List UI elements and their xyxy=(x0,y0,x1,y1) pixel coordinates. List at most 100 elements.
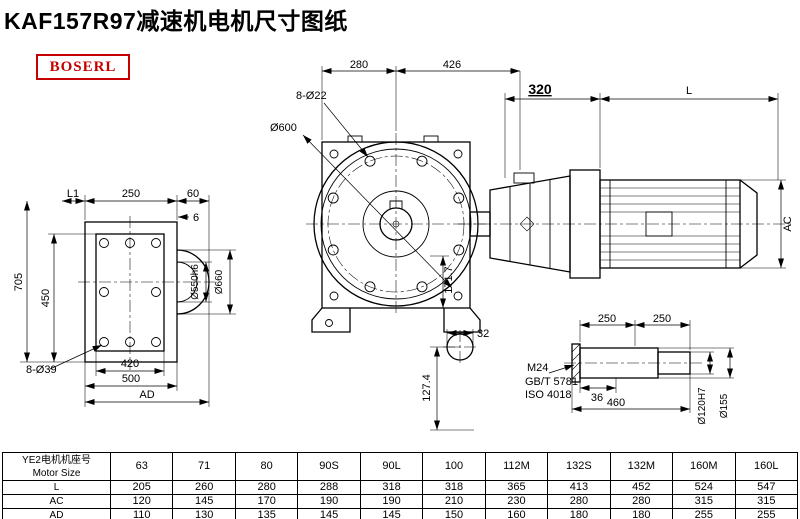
table-cell: 315 xyxy=(672,494,736,509)
dim-36-label: 36 xyxy=(591,392,603,404)
dim-o155-label: Ø155 xyxy=(719,393,730,418)
table-cell: 413 xyxy=(547,480,611,495)
table-cell: 145 xyxy=(359,508,424,519)
table-cell: 180 xyxy=(609,508,674,519)
table-cell: 230 xyxy=(484,494,549,509)
dim-32-label: 32 xyxy=(477,328,489,340)
dim-o120h7-label: Ø120H7 xyxy=(697,387,708,425)
table-cell: 170 xyxy=(234,494,299,509)
dim-127-4-label: 127.4 xyxy=(421,374,433,402)
table-cell: 288 xyxy=(297,480,361,495)
dim-320-label: 320 xyxy=(528,81,552,97)
dim-420-label: 420 xyxy=(121,358,139,370)
table-col-header: 112M xyxy=(484,452,549,481)
table-cell: 180 xyxy=(547,508,611,519)
gearbox-front-outline xyxy=(84,221,178,363)
table-cell: 280 xyxy=(547,494,611,509)
front-view: L1 250 60 6 705 450 420 500 AD 8-Ø39 Ø55… xyxy=(13,188,236,407)
output-shaft-detail: 250 250 M24 GB/T 5781 ISO 4018 36 460 Ø1… xyxy=(525,313,734,425)
table-cell: 130 xyxy=(172,508,236,519)
table-cell: 145 xyxy=(172,494,236,509)
dimension-table: YE2电机机座号 Motor Size 63 71 80 90S 90L 100… xyxy=(2,452,799,519)
dim-8-o22-label: 8-Ø22 xyxy=(296,90,327,102)
table-cell: 255 xyxy=(734,508,799,519)
table-row-ad: AD 110 130 135 145 145 150 160 180 180 2… xyxy=(2,508,799,519)
dim-m24-label: M24 xyxy=(527,362,548,374)
dim-o550h6-label: Ø550h6 xyxy=(190,264,201,300)
table-cell: 145 xyxy=(297,508,361,519)
dim-gbt5781-label: GB/T 5781 xyxy=(525,376,578,388)
shaft-section-detail: 32 127.4 xyxy=(421,328,489,431)
table-cell: 452 xyxy=(609,480,674,495)
dim-o600-label: Ø600 xyxy=(270,122,297,134)
table-col-header: 100 xyxy=(422,452,486,481)
motor-side-view: 320 L AC xyxy=(458,81,794,279)
dim-705-label: 705 xyxy=(13,273,25,291)
table-cell: 547 xyxy=(734,480,799,495)
table-row-ac: AC 120 145 170 190 190 210 230 280 280 3… xyxy=(2,494,799,509)
table-header-row: YE2电机机座号 Motor Size 63 71 80 90S 90L 100… xyxy=(2,452,799,481)
dim-ad-label: AD xyxy=(139,389,154,401)
dim-500-label: 500 xyxy=(122,373,140,385)
dim-250-left-label: 250 xyxy=(598,313,616,325)
table-cell: 150 xyxy=(422,508,486,519)
dim-l-label: L xyxy=(686,85,692,97)
motor-size-label-en: Motor Size xyxy=(32,467,81,479)
flange-view: Ø600 8-Ø22 280 426 171.7 xyxy=(270,59,521,333)
table-cell: 210 xyxy=(422,494,486,509)
dim-o660-label: Ø660 xyxy=(214,269,225,294)
table-col-header: 132M xyxy=(609,452,674,481)
table-cell: 190 xyxy=(359,494,424,509)
row-label: AD xyxy=(2,508,111,519)
section-mark xyxy=(519,216,535,232)
table-cell: 524 xyxy=(672,480,736,495)
dim-426-label: 426 xyxy=(443,59,461,71)
dim-450-label: 450 xyxy=(40,289,52,307)
mounting-foot-right xyxy=(443,307,481,333)
dim-6-label: 6 xyxy=(193,212,199,224)
table-cell: 280 xyxy=(609,494,674,509)
table-cell: 365 xyxy=(484,480,549,495)
table-row-l: L 205 260 280 288 318 318 365 413 452 52… xyxy=(2,480,799,495)
brand-logo: BOSERL xyxy=(36,54,130,80)
mounting-face xyxy=(95,233,165,352)
dim-8-o39-label: 8-Ø39 xyxy=(26,364,57,376)
dim-60-label: 60 xyxy=(187,188,199,200)
table-col-header: 63 xyxy=(109,452,174,481)
table-col-header: 160M xyxy=(672,452,736,481)
dim-460-label: 460 xyxy=(607,397,625,409)
mounting-foot-left xyxy=(311,307,351,333)
motor-size-label-cn: YE2电机机座号 xyxy=(22,454,91,466)
dim-l1-label: L1 xyxy=(67,188,79,200)
table-cell: 110 xyxy=(109,508,174,519)
dim-250-top-label: 250 xyxy=(122,188,140,200)
table-col-header: 71 xyxy=(172,452,236,481)
table-cell: 135 xyxy=(234,508,299,519)
table-cell: 315 xyxy=(734,494,799,509)
page-title: KAF157R97减速机电机尺寸图纸 xyxy=(4,8,348,34)
table-cell: 120 xyxy=(109,494,174,509)
table-cell: 280 xyxy=(234,480,299,495)
brand-logo-text: BOSERL xyxy=(49,58,117,75)
table-col-header: 80 xyxy=(234,452,299,481)
table-header-motor-size: YE2电机机座号 Motor Size xyxy=(2,452,111,481)
row-label: L xyxy=(2,480,111,495)
table-col-header: 132S xyxy=(547,452,611,481)
table-cell: 190 xyxy=(297,494,361,509)
table-cell: 255 xyxy=(672,508,736,519)
dim-171-7-label: 171.7 xyxy=(443,266,455,294)
table-col-header: 90S xyxy=(297,452,361,481)
table-cell: 160 xyxy=(484,508,549,519)
table-cell: 318 xyxy=(422,480,486,495)
dim-iso4018-label: ISO 4018 xyxy=(525,389,571,401)
dim-250-right-label: 250 xyxy=(653,313,671,325)
technical-drawing: L1 250 60 6 705 450 420 500 AD 8-Ø39 Ø55… xyxy=(13,59,794,431)
table-cell: 260 xyxy=(172,480,236,495)
table-cell: 205 xyxy=(109,480,174,495)
row-label: AC xyxy=(2,494,111,509)
dim-280-label: 280 xyxy=(350,59,368,71)
table-col-header: 90L xyxy=(359,452,424,481)
dim-ac-label: AC xyxy=(782,216,794,231)
table-col-header: 160L xyxy=(734,452,799,481)
table-cell: 318 xyxy=(359,480,424,495)
